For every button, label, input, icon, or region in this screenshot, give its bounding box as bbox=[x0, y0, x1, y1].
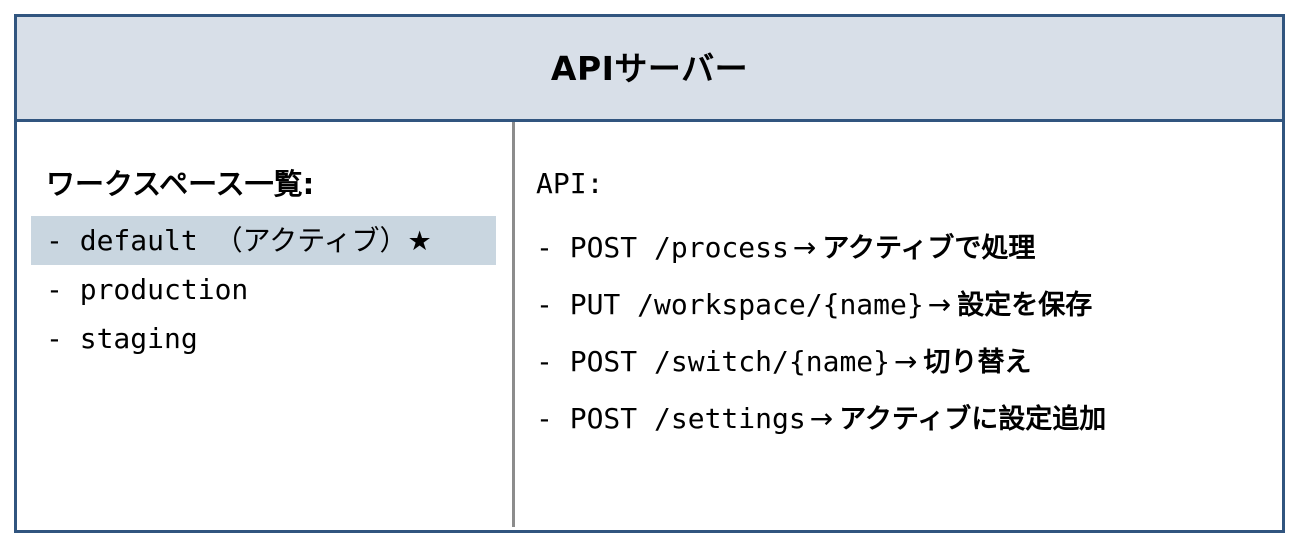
endpoint-route: POST /switch/{name} bbox=[569, 345, 891, 378]
arrow-icon: → bbox=[927, 288, 952, 321]
endpoint-description: アクティブで処理 bbox=[822, 233, 1036, 264]
arrow-icon: → bbox=[792, 231, 817, 264]
api-list-heading: API: bbox=[536, 167, 604, 200]
list-item[interactable]: - production bbox=[31, 265, 496, 314]
endpoint-route: PUT /workspace/{name} bbox=[569, 288, 924, 321]
list-bullet: - bbox=[536, 231, 553, 264]
workspace-list: - default （アクティブ）★ - production - stagin… bbox=[31, 216, 512, 363]
list-bullet: - bbox=[46, 322, 63, 355]
endpoint-route: POST /settings bbox=[569, 402, 806, 435]
list-item[interactable]: - POST /process→アクティブで処理 bbox=[536, 219, 1282, 276]
workspace-name: default bbox=[79, 224, 198, 257]
card-header: APIサーバー bbox=[17, 17, 1282, 122]
list-bullet: - bbox=[46, 224, 63, 257]
list-bullet: - bbox=[536, 345, 553, 378]
card-body: ワークスペース一覧: - default （アクティブ）★ - producti… bbox=[17, 122, 1282, 527]
list-bullet: - bbox=[536, 288, 553, 321]
workspace-annotation: （アクティブ） bbox=[214, 224, 408, 257]
endpoint-route: POST /process bbox=[569, 231, 789, 264]
endpoint-description: アクティブに設定追加 bbox=[839, 404, 1107, 435]
list-item[interactable]: - POST /switch/{name}→切り替え bbox=[536, 333, 1282, 390]
endpoint-description: 切り替え bbox=[923, 347, 1032, 378]
list-bullet: - bbox=[536, 402, 553, 435]
list-item[interactable]: - default （アクティブ）★ bbox=[31, 216, 496, 265]
api-server-card: APIサーバー ワークスペース一覧: - default （アクティブ）★ - … bbox=[14, 14, 1285, 533]
star-icon: ★ bbox=[407, 226, 432, 257]
api-endpoints-pane: API: - POST /process→アクティブで処理 - PUT /wor… bbox=[515, 122, 1282, 527]
workspace-list-pane: ワークスペース一覧: - default （アクティブ）★ - producti… bbox=[17, 122, 512, 527]
workspace-list-heading: ワークスペース一覧: bbox=[46, 167, 315, 201]
list-item[interactable]: - POST /settings→アクティブに設定追加 bbox=[536, 390, 1282, 447]
list-item[interactable]: - staging bbox=[31, 314, 496, 363]
arrow-icon: → bbox=[894, 345, 918, 378]
page-title: APIサーバー bbox=[550, 48, 749, 88]
workspace-name: production bbox=[79, 273, 249, 306]
workspace-name: staging bbox=[79, 322, 198, 355]
api-endpoint-list: - POST /process→アクティブで処理 - PUT /workspac… bbox=[536, 219, 1282, 447]
pane-divider bbox=[512, 122, 515, 527]
arrow-icon: → bbox=[809, 402, 834, 435]
list-item[interactable]: - PUT /workspace/{name}→設定を保存 bbox=[536, 276, 1282, 333]
endpoint-description: 設定を保存 bbox=[957, 290, 1093, 321]
list-bullet: - bbox=[46, 273, 63, 306]
